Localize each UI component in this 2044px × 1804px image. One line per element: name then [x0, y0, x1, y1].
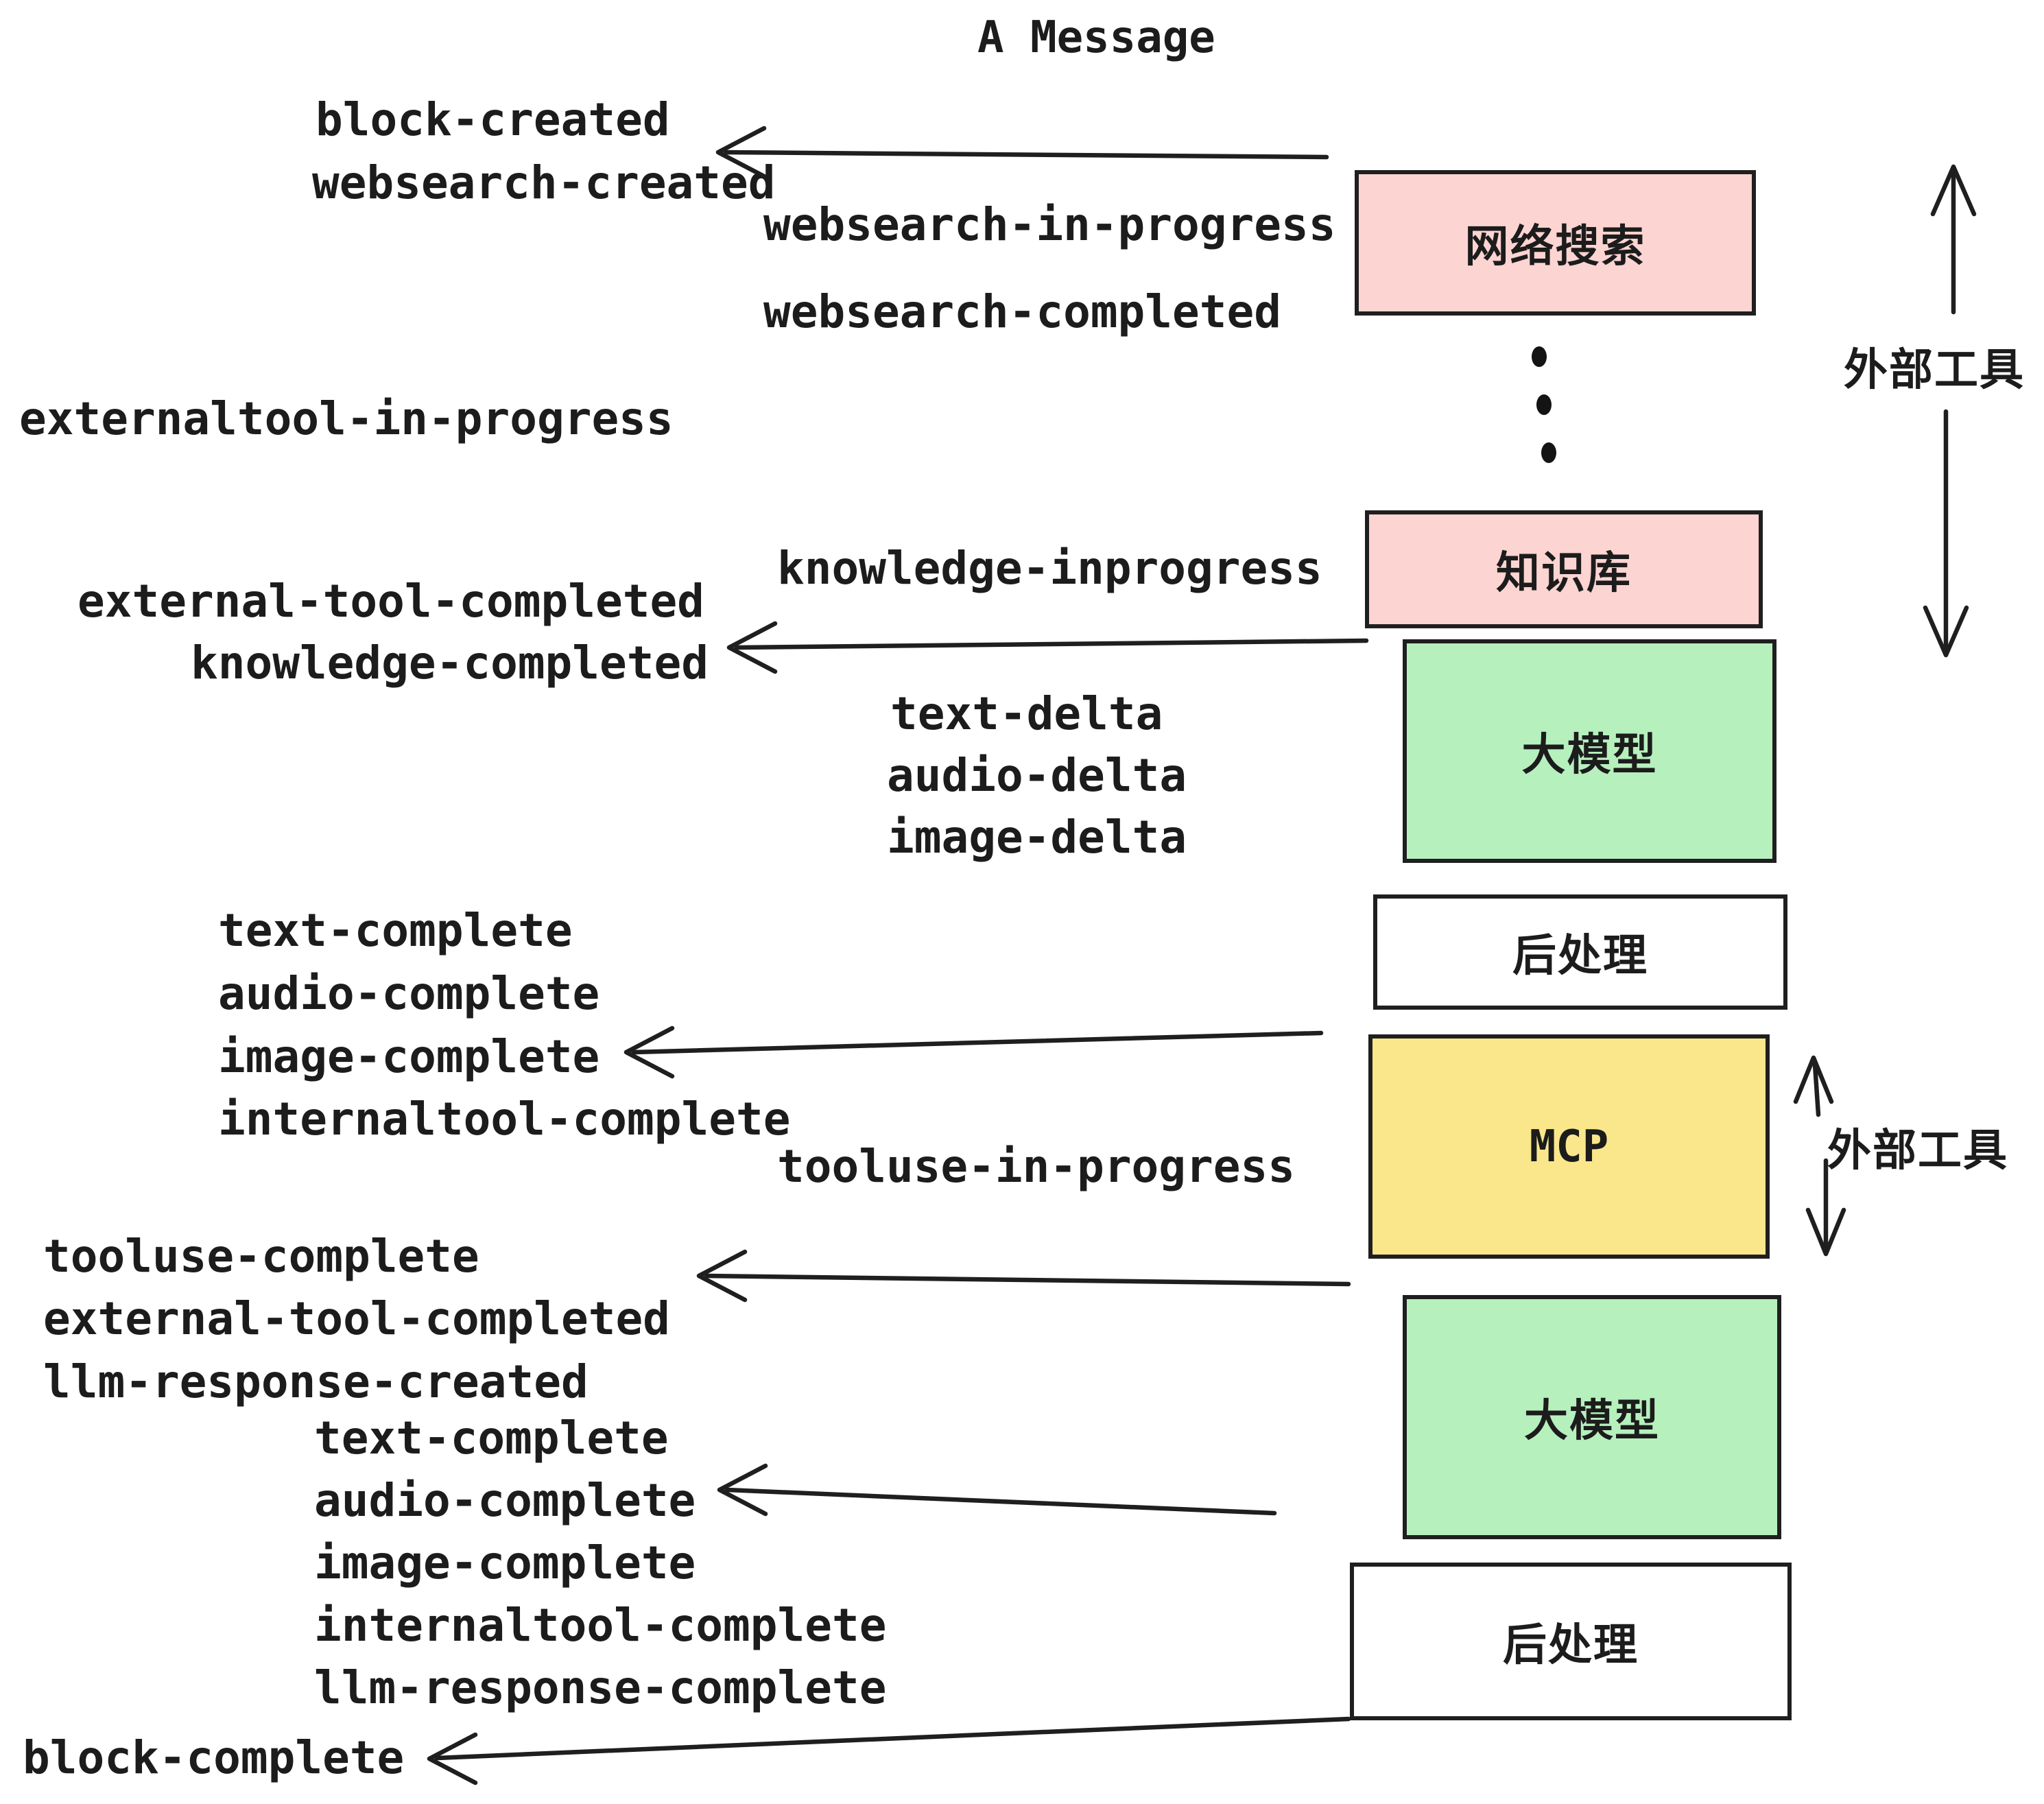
event-label-external-tool-completed: external-tool-completed [78, 575, 704, 628]
event-label-knowledge-completed: knowledge-completed [191, 637, 709, 689]
diagram-title: A Message [977, 12, 1215, 63]
arrow-to-tooluse-complete [696, 1249, 1351, 1303]
external-tool-span-arrow-up-2 [1793, 1055, 1834, 1117]
arrow-to-image-complete [623, 1025, 1324, 1079]
external-tool-span-arrow-up-1 [1930, 164, 1977, 315]
arrow-to-knowledge-completed [726, 621, 1369, 674]
event-label-text-delta: text-delta [890, 687, 1163, 740]
event-label-block-complete: block-complete [23, 1731, 405, 1784]
ellipsis-dot [1536, 394, 1552, 415]
event-label-text-complete: text-complete [218, 904, 573, 957]
external-tool-annotation-1: 外部工具 [1844, 345, 2025, 396]
ellipsis-dot [1541, 442, 1556, 463]
event-label-audio-delta: audio-delta [887, 749, 1187, 802]
event-label-image-delta: image-delta [887, 811, 1187, 864]
event-label-image-complete-2: image-complete [314, 1536, 696, 1589]
event-label-externaltool-in-progress: externaltool-in-progress [19, 392, 674, 445]
ellipsis-dot [1532, 346, 1547, 367]
box-postprocess-2: 后处理 [1350, 1563, 1792, 1720]
event-label-websearch-in-progress: websearch-in-progress [763, 198, 1336, 251]
event-label-audio-complete-2: audio-complete [314, 1474, 696, 1527]
box-llm-2: 大模型 [1403, 1295, 1781, 1539]
external-tool-annotation-2: 外部工具 [1827, 1126, 2008, 1176]
event-label-llm-response-created: llm-response-created [43, 1355, 589, 1408]
box-knowledge: 知识库 [1365, 510, 1763, 628]
event-label-tooluse-in-progress: tooluse-in-progress [777, 1140, 1295, 1193]
event-label-tooluse-complete: tooluse-complete [43, 1230, 479, 1283]
event-label-websearch-created: websearch-created [312, 156, 776, 209]
arrow-to-websearch-created [715, 126, 1329, 179]
box-websearch: 网络搜索 [1355, 170, 1756, 316]
arrow-to-block-complete [427, 1716, 1351, 1785]
box-mcp: MCP [1368, 1034, 1770, 1259]
event-label-external-tool-completed-2: external-tool-completed [43, 1292, 670, 1345]
external-tool-span-arrow-down-1 [1923, 409, 1969, 658]
event-label-llm-response-complete: llm-response-complete [314, 1661, 887, 1714]
box-llm-1: 大模型 [1403, 639, 1776, 863]
event-label-websearch-completed: websearch-completed [763, 285, 1281, 338]
box-postprocess-1: 后处理 [1373, 894, 1787, 1010]
event-label-audio-complete: audio-complete [218, 967, 600, 1020]
event-label-knowledge-inprogress: knowledge-inprogress [777, 542, 1322, 595]
arrow-to-audio-complete [717, 1463, 1277, 1517]
event-label-image-complete: image-complete [218, 1030, 600, 1083]
event-label-internaltool-complete-2: internaltool-complete [314, 1599, 887, 1652]
event-label-internaltool-complete: internaltool-complete [218, 1093, 791, 1146]
event-label-block-created: block-created [316, 93, 670, 146]
event-label-text-complete-2: text-complete [314, 1412, 669, 1464]
